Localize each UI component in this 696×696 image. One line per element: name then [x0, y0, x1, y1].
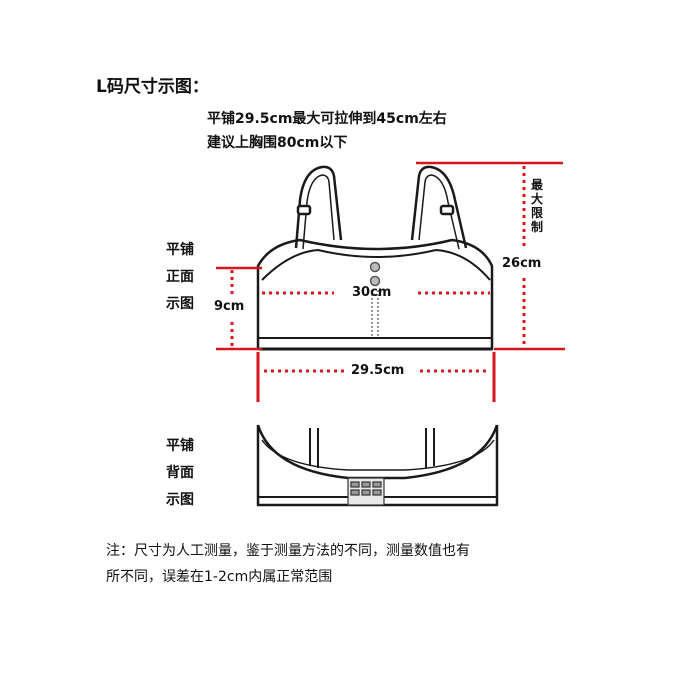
- right-strap-inner: [418, 174, 460, 250]
- page-title: L码尺寸示图：: [96, 77, 209, 97]
- left-strap: [294, 165, 343, 249]
- back-label-line: 示图: [166, 492, 194, 508]
- center-button-icon: [369, 261, 381, 273]
- neckline-band: [261, 249, 491, 281]
- footnote-line: 注：尺寸为人工测量，鉴于测量方法的不同，测量数值也有: [106, 543, 470, 559]
- footnote-line: 所不同，误差在1-2cm内属正常范围: [106, 569, 333, 585]
- hook-closure-icon: [347, 477, 385, 506]
- back-inner-band: [261, 439, 495, 471]
- total-height-label: 26cm: [502, 256, 542, 271]
- front-label-line: 平铺: [166, 242, 194, 258]
- front-view-label: 平铺 正面 示图: [166, 237, 194, 318]
- front-garment-outline: [256, 165, 494, 351]
- right-strap: [410, 165, 468, 249]
- side-height-label: 9cm: [214, 299, 245, 314]
- size-recommendation-note: 建议上胸围80cm以下: [207, 135, 348, 151]
- front-label-line: 示图: [166, 296, 194, 312]
- front-label-line: 正面: [166, 269, 194, 285]
- left-strap-inner: [302, 174, 335, 250]
- bottom-width-label: 29.5cm: [351, 363, 405, 378]
- back-label-line: 平铺: [166, 438, 194, 454]
- measurement-footnote: 注：尺寸为人工测量，鉴于测量方法的不同，测量数值也有 所不同，误差在1-2cm内…: [106, 538, 470, 590]
- back-view-label: 平铺 背面 示图: [166, 433, 194, 514]
- left-strap-adjuster: [296, 204, 312, 216]
- max-limit-label: 最大限制: [530, 178, 543, 234]
- stretch-note: 平铺29.5cm最大可拉伸到45cm左右: [207, 111, 447, 127]
- front-body: [256, 238, 494, 351]
- right-strap-adjuster: [439, 204, 455, 216]
- center-button-icon: [369, 275, 381, 287]
- back-label-line: 背面: [166, 465, 194, 481]
- mid-width-label: 30cm: [352, 285, 392, 300]
